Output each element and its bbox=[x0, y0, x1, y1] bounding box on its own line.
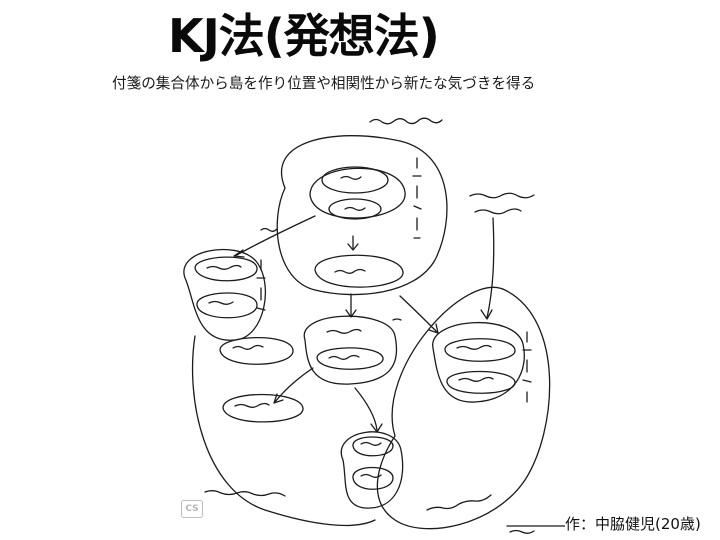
group-large-right-outline bbox=[376, 286, 551, 530]
card-bottom-center-1 bbox=[352, 436, 394, 457]
kj-diagram-sketch bbox=[183, 117, 565, 534]
arrow-center-lower bbox=[354, 387, 378, 431]
group-top-outline bbox=[276, 135, 448, 296]
card-right-1 bbox=[444, 338, 516, 362]
note-bottom-card-scribble bbox=[506, 525, 565, 534]
card-left-1 bbox=[194, 256, 258, 282]
arrow-down-small bbox=[347, 235, 359, 251]
card-bottom-center-2 bbox=[352, 466, 394, 490]
note-vertical-scribble bbox=[412, 157, 422, 239]
note-bottom-left-scribble bbox=[204, 490, 286, 497]
arrow-media-down bbox=[486, 217, 495, 319]
slide-title: KJ法(発想法) bbox=[168, 9, 440, 63]
note-right-vertical bbox=[522, 331, 532, 403]
note-left-vertical bbox=[256, 259, 266, 311]
note-header-scribble bbox=[369, 117, 443, 125]
group-bottom-left-outline bbox=[191, 335, 376, 527]
card-right-2 bbox=[446, 370, 516, 394]
note-bottom-right-scribble bbox=[426, 494, 492, 511]
card-oval-upper bbox=[321, 166, 389, 194]
arrow-center-down bbox=[345, 293, 357, 318]
arrow-bottom-left bbox=[274, 367, 314, 403]
group-right-outline bbox=[432, 321, 525, 403]
card-center-inner bbox=[316, 347, 384, 370]
author-credit: 作：中脇健児(20歳) bbox=[565, 515, 701, 533]
note-media-scribble bbox=[469, 192, 535, 215]
card-oval-lower bbox=[328, 198, 382, 220]
card-left-2 bbox=[196, 292, 258, 319]
group-center-outline bbox=[303, 315, 398, 385]
scanner-logo-icon: CS bbox=[181, 500, 203, 518]
group-left-outline bbox=[183, 248, 267, 341]
arrow-left-upper bbox=[234, 215, 316, 257]
group-bottom-center-outline bbox=[340, 431, 404, 509]
card-center-oval bbox=[314, 254, 404, 288]
card-left-middle bbox=[219, 336, 294, 365]
slide-subtitle: 付箋の集合体から島を作り位置や相関性から新たな気づきを得る bbox=[112, 75, 536, 92]
arrow-center-right bbox=[399, 295, 438, 333]
card-bottom-left bbox=[222, 393, 304, 423]
card-group-outline bbox=[309, 167, 406, 219]
